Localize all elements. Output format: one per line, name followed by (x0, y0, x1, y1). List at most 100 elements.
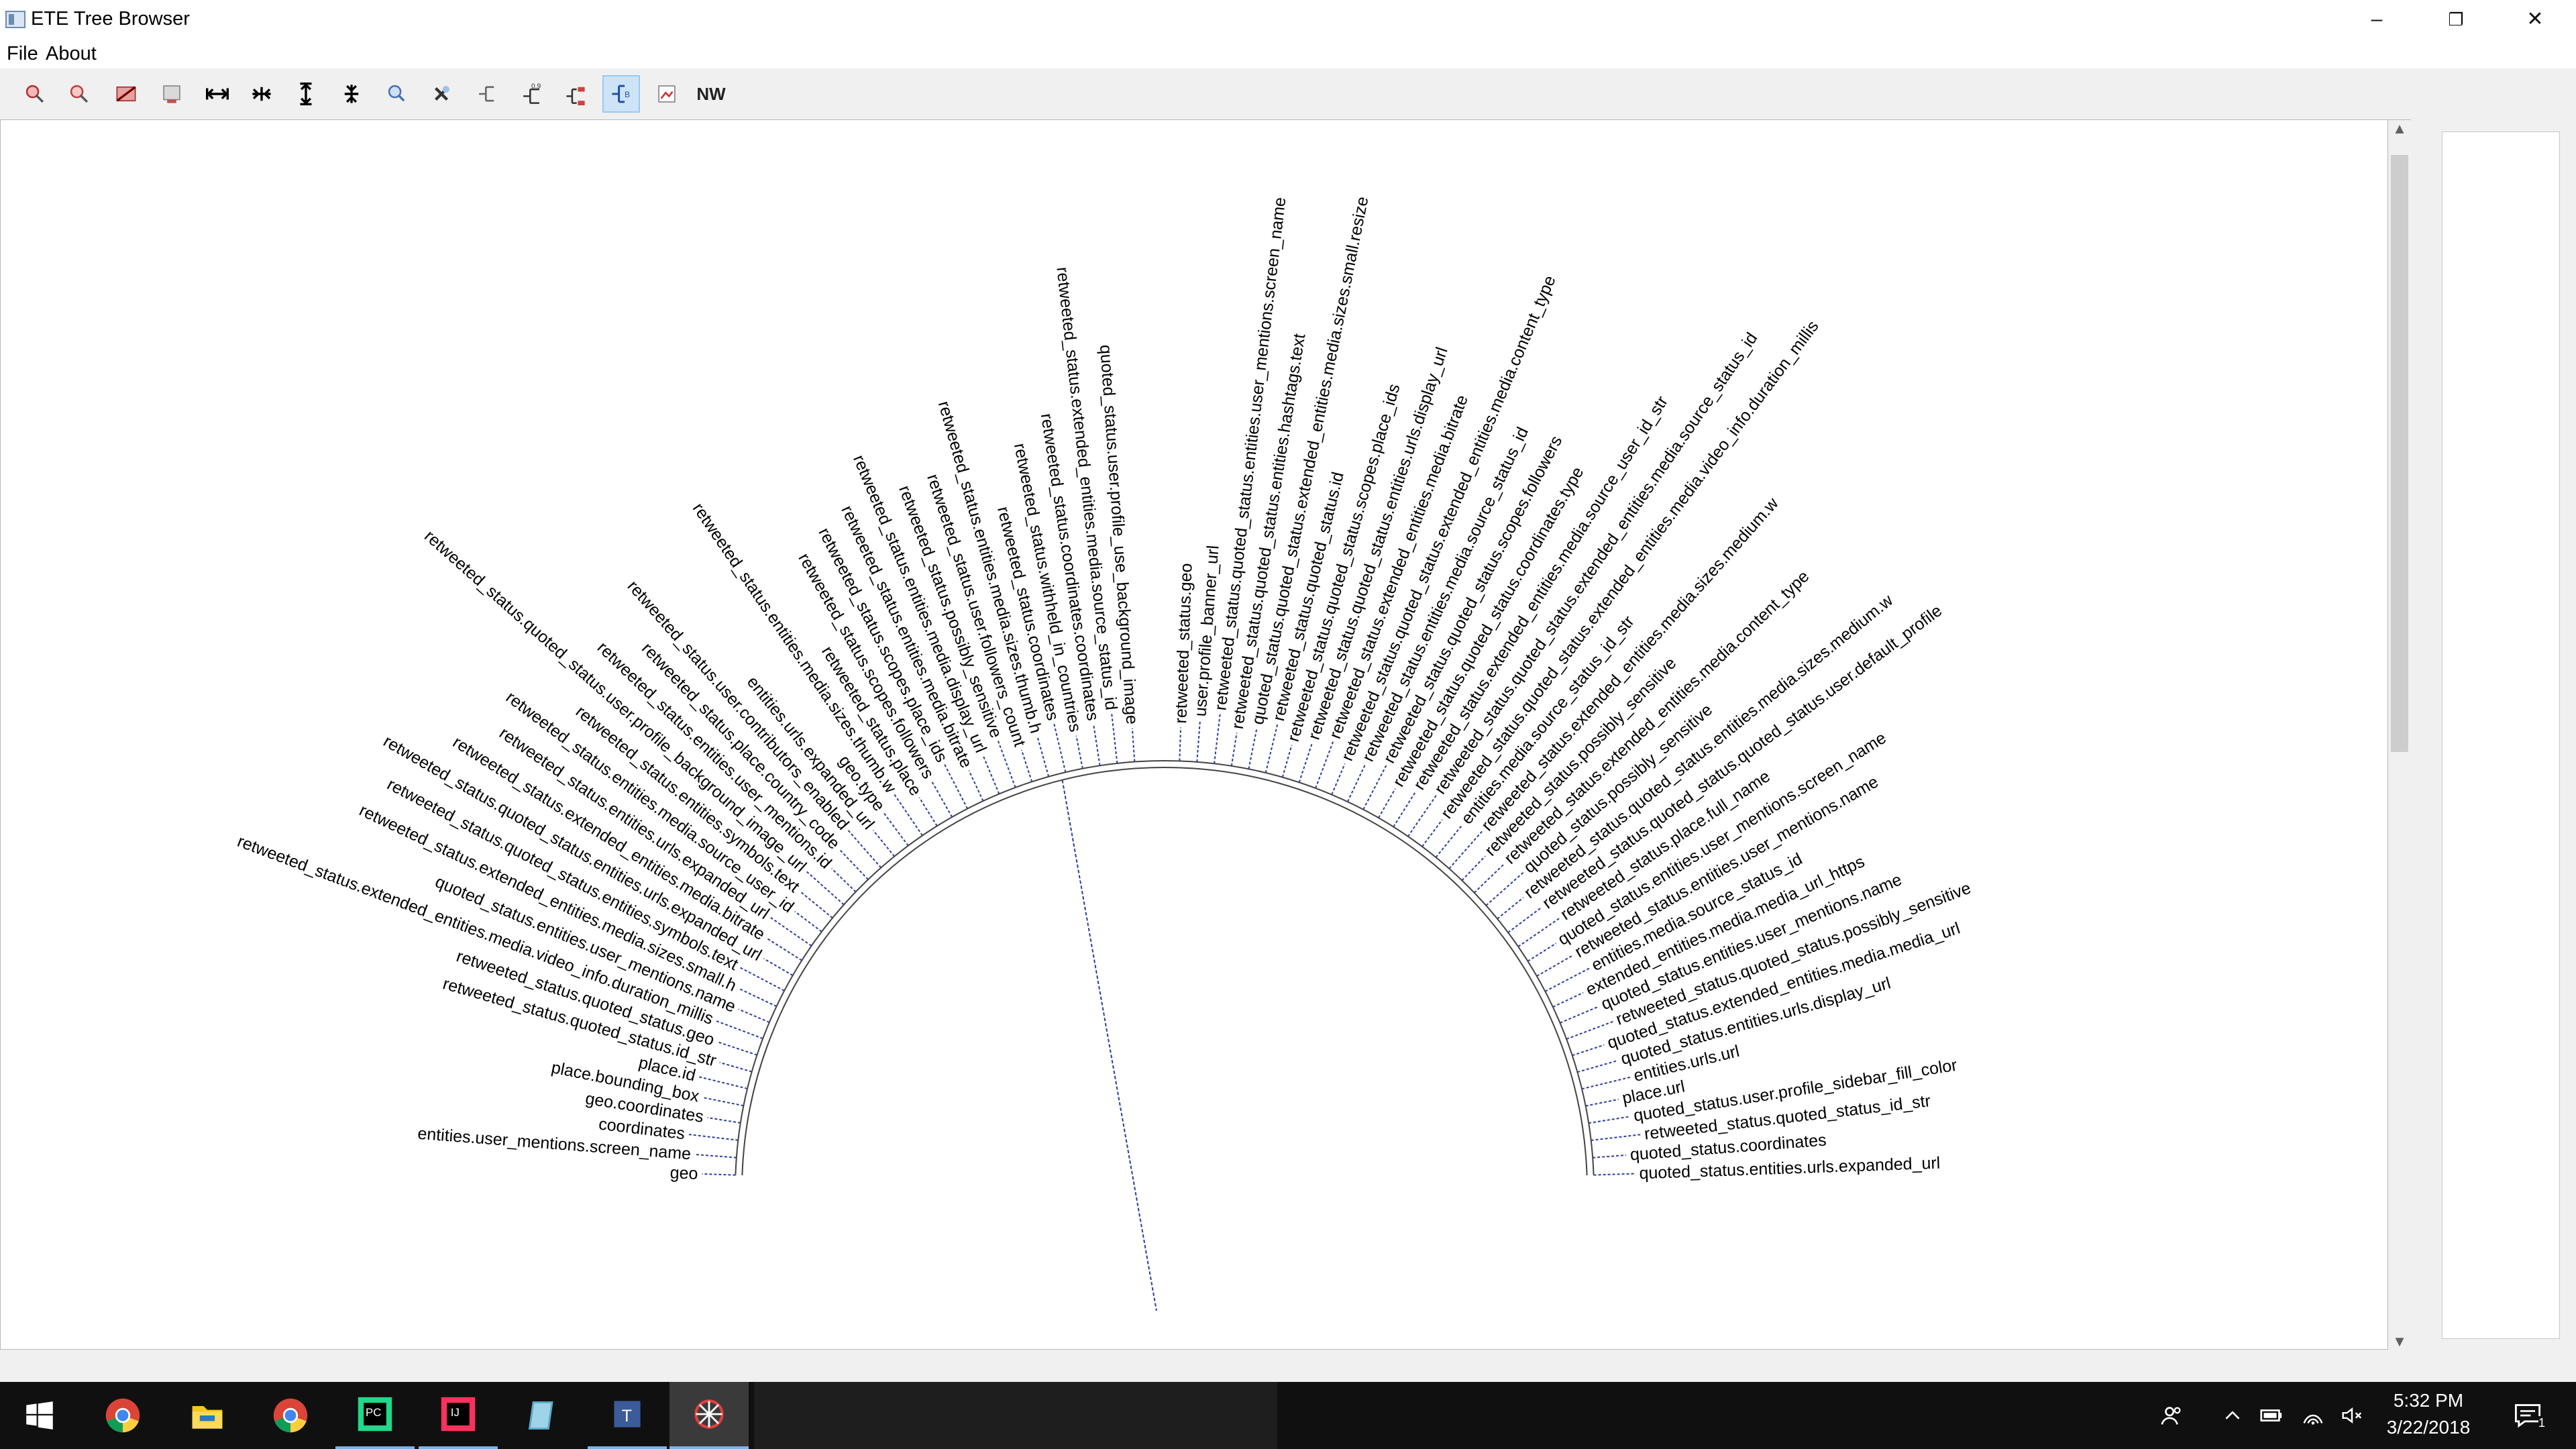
leaf-branch (1421, 819, 1443, 847)
leaf-branch (1448, 830, 1483, 869)
shrink-vertical-button[interactable] (333, 75, 370, 113)
zoom-x-icon (116, 86, 136, 102)
leaf-branch (872, 830, 896, 857)
close-button[interactable]: ✕ (2526, 8, 2544, 30)
windows-logo-icon (26, 1401, 53, 1430)
zoom-y-button[interactable] (153, 75, 191, 113)
shrink-horizontal-button[interactable] (243, 75, 280, 113)
show-leaf-names-button[interactable] (557, 75, 594, 113)
render-image-button[interactable] (648, 75, 686, 113)
shrink-horizontal-icon (252, 87, 271, 101)
notification-center-icon[interactable]: 1 (2508, 1401, 2548, 1430)
leaf-branch (1315, 741, 1334, 789)
clear-search-button[interactable] (423, 75, 460, 113)
leaf-branch (1036, 736, 1050, 777)
pycharm-taskbar-button[interactable]: PC (335, 1382, 415, 1449)
leaf-branch (1393, 791, 1417, 828)
zoom-y-icon (163, 85, 180, 103)
leaf-branch (944, 764, 969, 809)
wifi-icon[interactable] (2298, 1401, 2328, 1430)
scroll-thumb[interactable] (2391, 155, 2408, 752)
leaf-branch (1589, 1116, 1630, 1124)
scroll-down-icon[interactable]: ▼ (2392, 1333, 2407, 1350)
folder-icon (192, 1406, 223, 1429)
vertical-scrollbar[interactable]: ▲ ▼ (2388, 119, 2411, 1350)
scroll-up-icon[interactable]: ▲ (2392, 120, 2407, 137)
menu-about[interactable]: About (46, 43, 97, 64)
clear-search-icon (434, 86, 449, 101)
root-branch (1061, 780, 1157, 1311)
notepad-taskbar-button[interactable] (503, 1382, 582, 1449)
newick-label: NW (696, 83, 726, 104)
newick-button[interactable]: NW (692, 75, 730, 113)
svg-text:0.9: 0.9 (531, 83, 541, 91)
leaf-branch (1517, 918, 1560, 947)
leaf-branch (707, 1117, 741, 1124)
leaf-branch (738, 1008, 770, 1023)
volume-muted-icon[interactable] (2337, 1401, 2367, 1430)
leaf-branch (794, 910, 822, 932)
leaf-branch (968, 770, 984, 802)
leaf-branch (1230, 733, 1238, 766)
show-branch-length-button[interactable] (468, 75, 506, 113)
leaf-branch (1593, 1154, 1627, 1159)
leaf-branch (1075, 735, 1083, 769)
file-explorer-taskbar-button[interactable] (168, 1382, 247, 1449)
title-bar: ETE Tree Browser – ❐ ✕ (0, 0, 2576, 39)
leaf-branch (1020, 749, 1033, 782)
clock-time: 5:32 PM (2393, 1390, 2464, 1411)
leaf-branch (719, 1061, 753, 1073)
leaf-branch (806, 871, 845, 906)
windows-taskbar: PC IJ T 5:32 PM 3/22/2018 1 (0, 1382, 2576, 1449)
zoom-out-button[interactable] (60, 75, 98, 113)
toolbar: 0.9 B NW (0, 68, 2576, 117)
svg-text:T: T (622, 1407, 632, 1426)
leaf-label[interactable]: geo (669, 1163, 698, 1183)
expand-vertical-icon (300, 83, 312, 105)
menu-bar: File About (0, 39, 2576, 68)
restore-button[interactable]: ❐ (2448, 9, 2464, 30)
ete-app-icon (694, 1399, 724, 1429)
intellij-taskbar-button[interactable]: IJ (419, 1382, 498, 1449)
leaf-branch (702, 1097, 744, 1107)
dev-tool-taskbar-button[interactable]: T (588, 1382, 667, 1449)
system-clock[interactable]: 5:32 PM 3/22/2018 (2361, 1387, 2496, 1441)
svg-text:PC: PC (366, 1406, 381, 1419)
ete-taskbar-button[interactable] (669, 1382, 749, 1449)
chevron-up-icon[interactable] (2218, 1401, 2247, 1430)
leaf-branch (982, 755, 1000, 794)
leaf-branch (1111, 714, 1118, 764)
leaf-branch (1093, 724, 1101, 766)
zoom-x-button[interactable] (107, 75, 145, 113)
render-image-icon (658, 85, 676, 103)
menu-file[interactable]: File (7, 43, 38, 64)
circular-tree: geoentities.user_mentions.screen_namecoo… (235, 195, 1974, 1311)
leaf-branch (702, 1173, 736, 1176)
chrome-taskbar-button[interactable] (83, 1382, 162, 1449)
leaf-branch (1435, 824, 1463, 858)
leaf-branch (930, 780, 953, 818)
properties-panel (2442, 131, 2560, 1339)
people-icon[interactable] (2157, 1401, 2187, 1430)
chrome-taskbar-button-2[interactable] (251, 1382, 330, 1449)
search-node-button[interactable] (378, 75, 416, 113)
expand-vertical-button[interactable] (287, 75, 325, 113)
leaf-branch (800, 891, 833, 919)
minimize-button[interactable]: – (2371, 8, 2383, 30)
leaf-branch (997, 741, 1016, 788)
leaf-branch (1131, 728, 1136, 762)
leaf-branch (763, 958, 794, 976)
force-topology-button[interactable]: B (602, 75, 640, 113)
leaf-branch (894, 794, 923, 837)
window-title: ETE Tree Browser (31, 8, 190, 30)
zoom-in-button[interactable] (16, 75, 54, 113)
start-button[interactable] (0, 1382, 79, 1449)
notepad-icon (528, 1401, 553, 1430)
leaf-branch (1552, 991, 1584, 1008)
show-branch-support-button[interactable]: 0.9 (513, 75, 550, 113)
leaf-branch (1536, 955, 1574, 977)
expand-horizontal-button[interactable] (199, 75, 236, 113)
battery-icon[interactable] (2257, 1401, 2286, 1430)
status-bar (0, 1350, 2576, 1382)
